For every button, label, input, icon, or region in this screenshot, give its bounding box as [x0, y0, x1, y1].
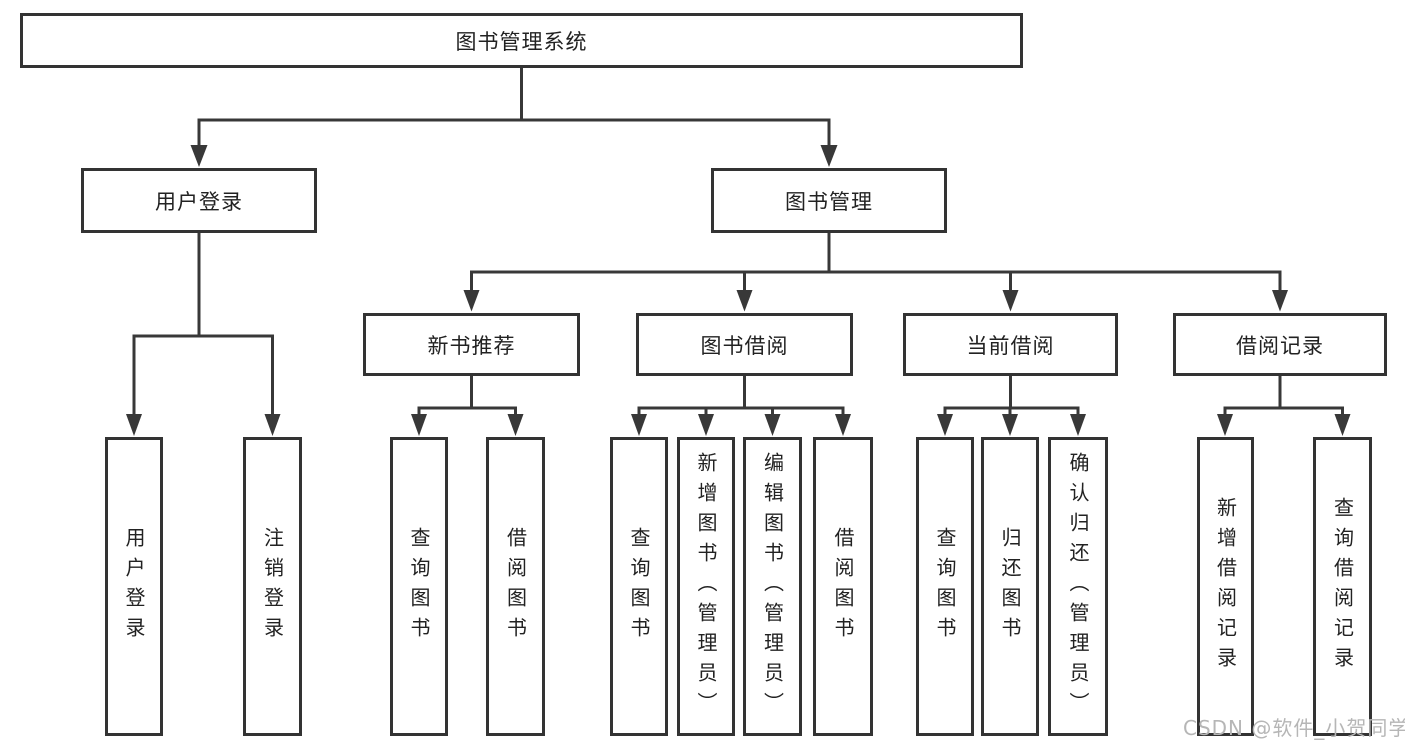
node-label: 图书管理	[785, 189, 873, 214]
leaf-label: 查询图书	[407, 526, 431, 647]
leaf-confirm-return-admin: 确认归还（管理员）	[1048, 437, 1108, 736]
leaf-add-books-admin: 新增图书（管理员）	[677, 437, 735, 736]
leaf-logout: 注销登录	[243, 437, 302, 736]
node-label: 借阅记录	[1236, 333, 1324, 358]
leaf-add-borrow-record: 新增借阅记录	[1197, 437, 1254, 736]
arrowheads	[126, 145, 1351, 436]
node-borrow-records: 借阅记录	[1173, 313, 1387, 376]
leaf-query-books-borrow: 查询图书	[610, 437, 668, 736]
node-label: 用户登录	[155, 189, 243, 214]
leaf-user-login: 用户登录	[105, 437, 163, 736]
leaf-label: 查询图书	[933, 526, 957, 647]
leaf-return-books: 归还图书	[981, 437, 1039, 736]
leaf-label: 用户登录	[122, 526, 146, 647]
leaf-label: 借阅图书	[503, 526, 528, 647]
node-user-login: 用户登录	[81, 168, 317, 233]
leaf-label: 新增借阅记录	[1213, 496, 1238, 677]
node-current-borrow: 当前借阅	[903, 313, 1118, 376]
leaf-borrow-books-newrec: 借阅图书	[486, 437, 545, 736]
leaf-label: 编辑图书（管理员）	[760, 451, 785, 722]
leaf-edit-books-admin: 编辑图书（管理员）	[743, 437, 802, 736]
leaf-label: 借阅图书	[831, 526, 855, 647]
node-book-management: 图书管理	[711, 168, 947, 233]
leaf-label: 确认归还（管理员）	[1066, 451, 1090, 722]
leaf-label: 查询图书	[627, 526, 651, 647]
leaf-query-borrow-record: 查询借阅记录	[1313, 437, 1372, 736]
leaf-label: 归还图书	[998, 526, 1022, 647]
leaf-query-books-newrec: 查询图书	[390, 437, 448, 736]
node-label: 当前借阅	[966, 333, 1055, 358]
leaf-borrow-books: 借阅图书	[813, 437, 873, 736]
leaf-label: 查询借阅记录	[1330, 496, 1355, 677]
node-book-borrow: 图书借阅	[636, 313, 853, 376]
leaf-label: 新增图书（管理员）	[694, 451, 718, 722]
node-library-management-system: 图书管理系统	[20, 13, 1023, 68]
node-label: 新书推荐	[427, 333, 516, 358]
node-label: 图书管理系统	[455, 29, 588, 54]
csdn-watermark: CSDN @软件_小贺同学	[1183, 716, 1405, 740]
leaf-label: 注销登录	[260, 526, 285, 647]
node-new-book-recommend: 新书推荐	[363, 313, 580, 376]
node-label: 图书借阅	[700, 333, 789, 358]
leaf-query-books-current: 查询图书	[916, 437, 974, 736]
